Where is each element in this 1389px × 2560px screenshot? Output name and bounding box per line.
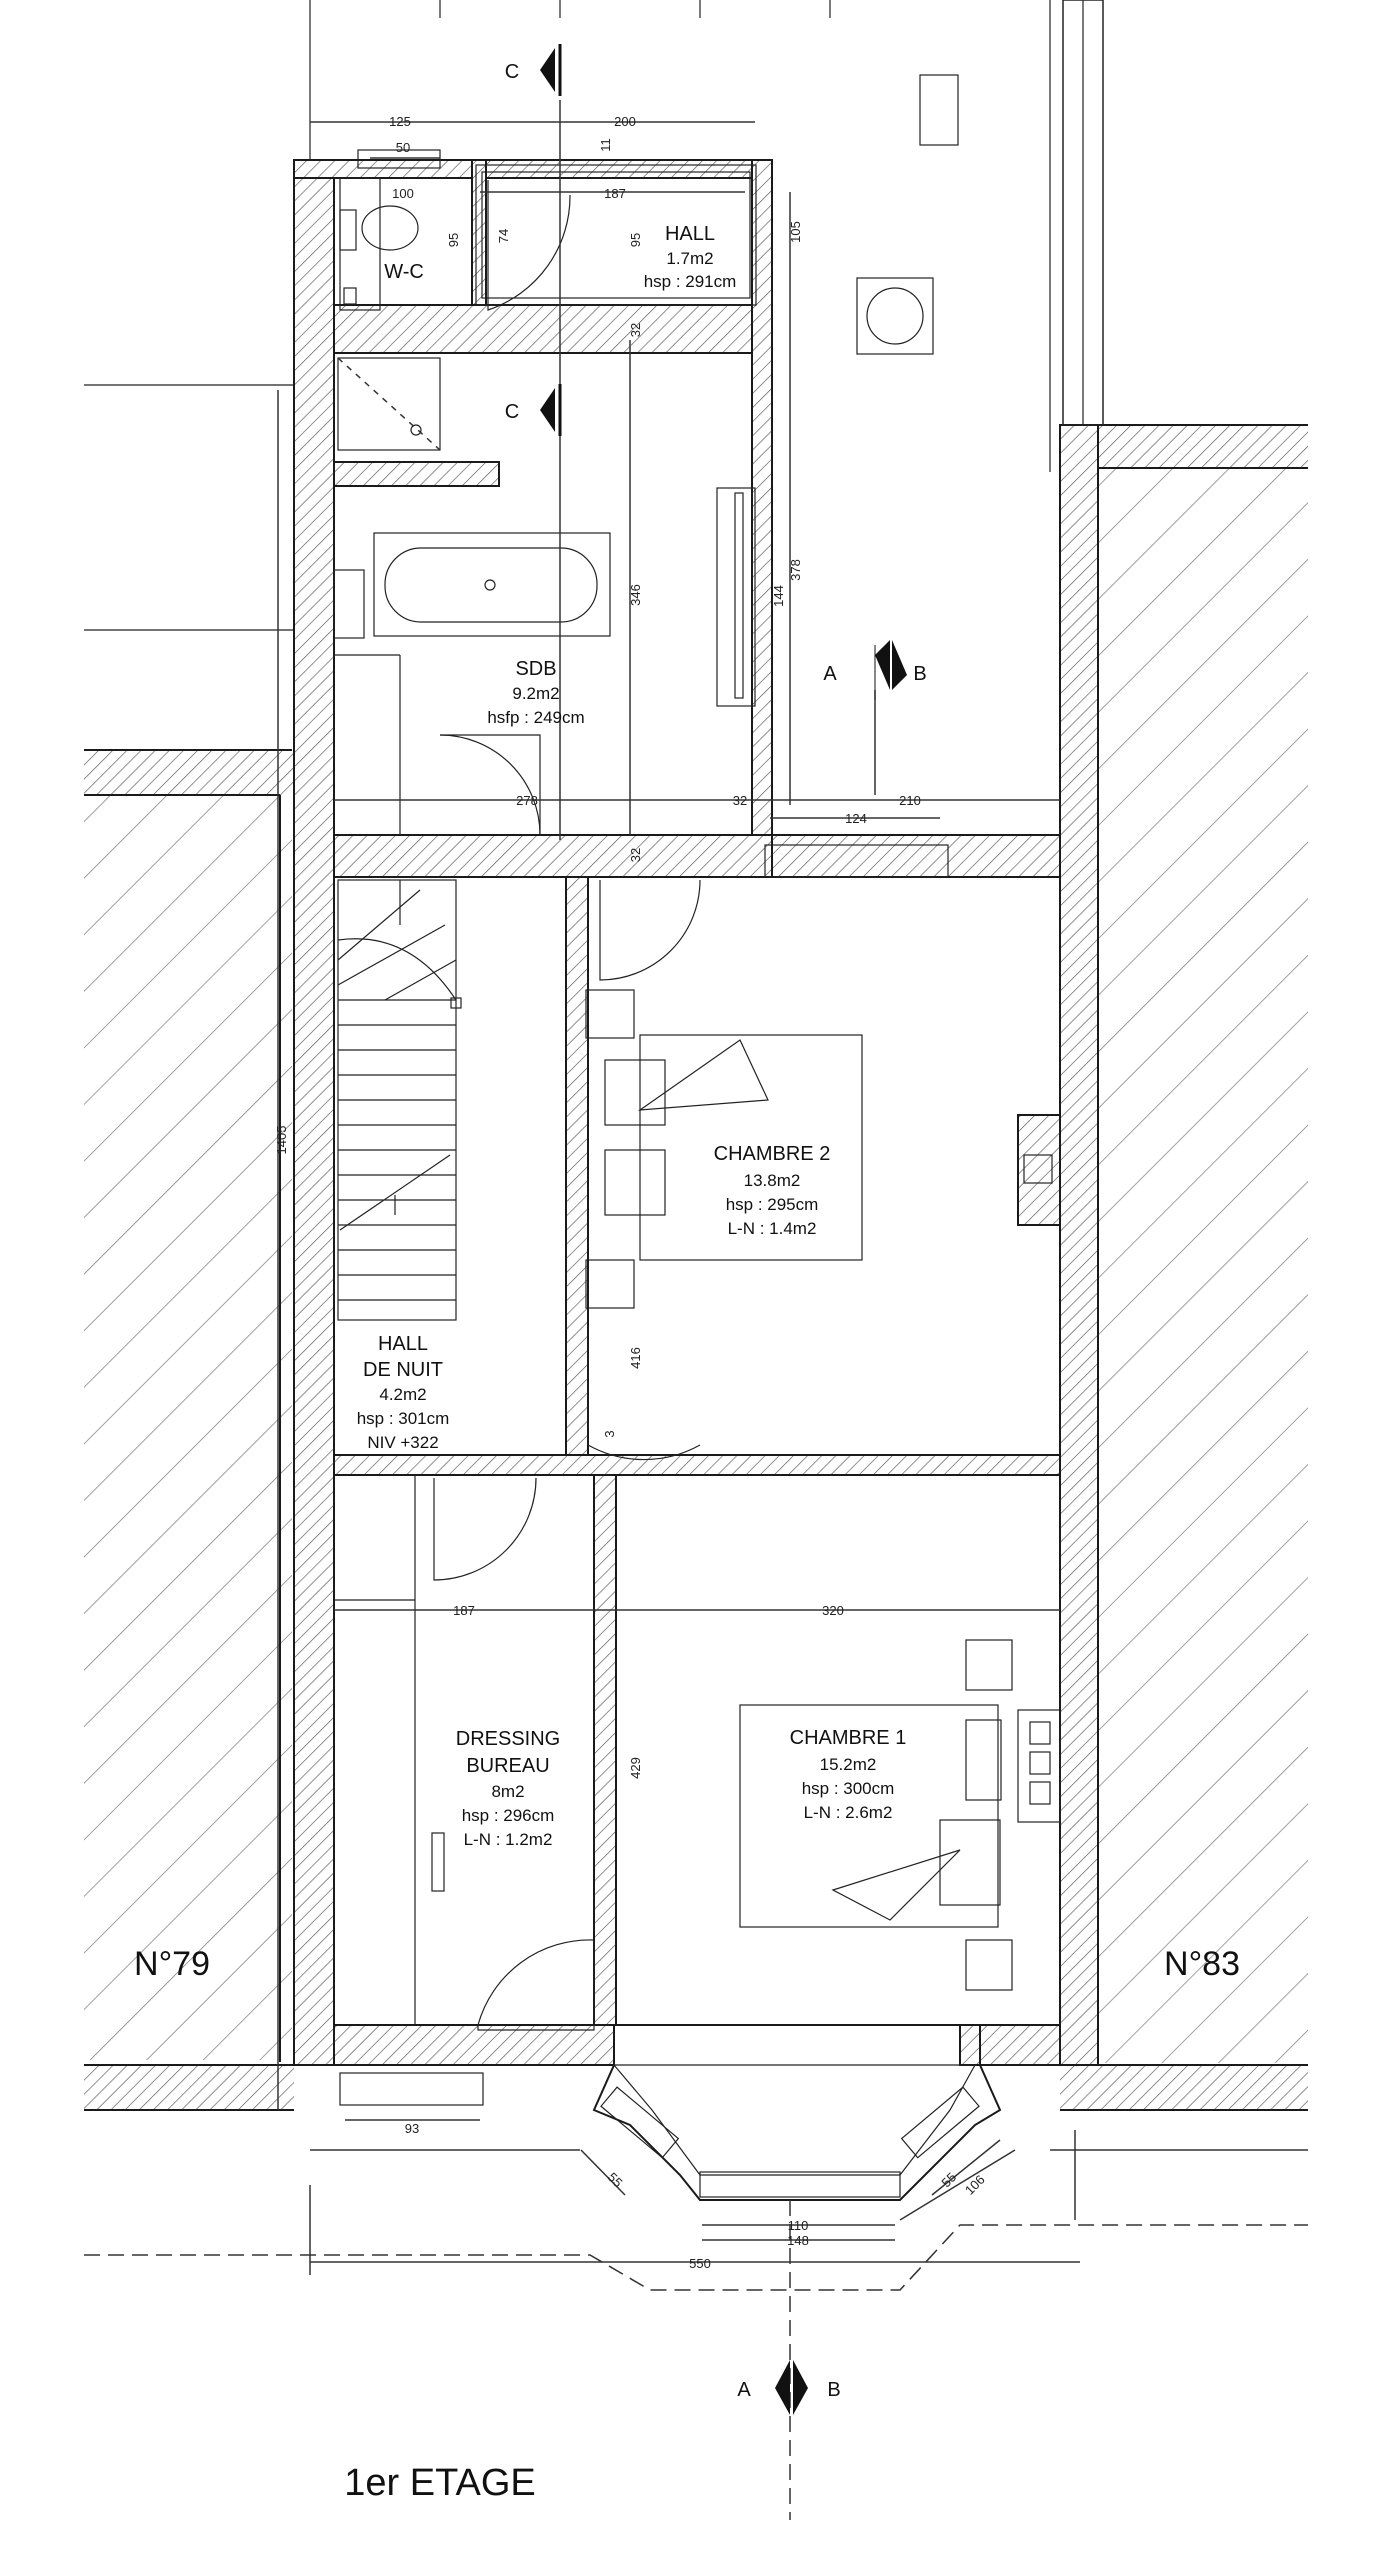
section-b-label-top: B bbox=[913, 663, 926, 685]
room-chambre-2-ln: L-N : 1.4m2 bbox=[728, 1219, 817, 1238]
room-sdb-name: SDB bbox=[515, 658, 556, 680]
room-chambre-1: CHAMBRE 1 15.2m2 hsp : 300cm L-N : 2.6m2 bbox=[790, 1727, 907, 1822]
dim-32c: 32 bbox=[628, 848, 643, 862]
dim-93: 93 bbox=[405, 2121, 419, 2136]
dim-32a: 32 bbox=[628, 323, 643, 337]
dim-32b: 32 bbox=[733, 793, 747, 808]
neighbour-left bbox=[84, 384, 294, 2111]
section-marker-c-mid: C bbox=[505, 384, 562, 436]
room-chambre-1-ln: L-N : 2.6m2 bbox=[804, 1803, 893, 1822]
dim-187a: 187 bbox=[604, 186, 626, 201]
room-hall-nuit-level: NIV +322 bbox=[367, 1433, 438, 1452]
section-a-label-top: A bbox=[823, 663, 837, 685]
room-hall-nuit-name-2: DE NUIT bbox=[363, 1359, 443, 1381]
dim-124: 124 bbox=[845, 811, 867, 826]
room-hall: HALL 1.7m2 hsp : 291cm bbox=[644, 223, 737, 291]
room-hall-name: HALL bbox=[665, 223, 715, 245]
room-chambre-1-height: hsp : 300cm bbox=[802, 1779, 895, 1798]
plan-title: 1er ETAGE bbox=[344, 2462, 535, 2504]
room-sdb: SDB 9.2m2 hsfp : 249cm bbox=[487, 658, 584, 727]
section-c-label-top: C bbox=[505, 61, 519, 83]
room-wc-name: W-C bbox=[384, 261, 424, 283]
dim-125: 125 bbox=[389, 114, 411, 129]
room-chambre-2: CHAMBRE 2 13.8m2 hsp : 295cm L-N : 1.4m2 bbox=[714, 1143, 831, 1238]
room-hall-nuit: HALL DE NUIT 4.2m2 hsp : 301cm NIV +322 bbox=[357, 1333, 450, 1452]
staircase bbox=[337, 879, 462, 1321]
windows bbox=[339, 149, 980, 2198]
room-chambre-1-name: CHAMBRE 1 bbox=[790, 1727, 907, 1749]
dim-95b: 95 bbox=[628, 233, 643, 247]
room-sdb-area: 9.2m2 bbox=[512, 684, 559, 703]
room-hall-height: hsp : 291cm bbox=[644, 272, 737, 291]
dim-1405: 1405 bbox=[274, 1126, 289, 1155]
neighbour-right-label: N°83 bbox=[1164, 1945, 1240, 1983]
dim-3: 3 bbox=[602, 1430, 617, 1437]
room-dressing-height: hsp : 296cm bbox=[462, 1806, 555, 1825]
room-chambre-2-height: hsp : 295cm bbox=[726, 1195, 819, 1214]
dim-200: 200 bbox=[614, 114, 636, 129]
room-dressing-name-1: DRESSING bbox=[456, 1728, 560, 1750]
dim-55a: 55 bbox=[605, 2169, 626, 2190]
room-hall-nuit-name-1: HALL bbox=[378, 1333, 428, 1355]
dim-320: 320 bbox=[822, 1603, 844, 1618]
doors bbox=[433, 180, 701, 2031]
section-marker-ab-top: A B bbox=[823, 640, 927, 700]
room-hall-area: 1.7m2 bbox=[666, 249, 713, 268]
section-marker-ab-bottom: A B bbox=[737, 2360, 841, 2415]
room-dressing: DRESSING BUREAU 8m2 hsp : 296cm L-N : 1.… bbox=[456, 1728, 560, 1849]
section-marker-c-top: C bbox=[505, 44, 562, 96]
dim-416: 416 bbox=[628, 1347, 643, 1369]
room-dressing-name-2: BUREAU bbox=[466, 1755, 549, 1777]
dim-74: 74 bbox=[496, 229, 511, 243]
dim-346: 346 bbox=[628, 584, 643, 606]
room-dressing-ln: L-N : 1.2m2 bbox=[464, 1830, 553, 1849]
section-b-label-bottom: B bbox=[827, 2379, 840, 2401]
dim-105: 105 bbox=[788, 221, 803, 243]
dim-110: 110 bbox=[788, 2218, 809, 2233]
fixtures bbox=[333, 177, 1061, 2025]
dim-278: 278 bbox=[516, 793, 538, 808]
dim-187b: 187 bbox=[453, 1603, 475, 1618]
dim-429: 429 bbox=[628, 1757, 643, 1779]
section-c-label-mid: C bbox=[505, 401, 519, 423]
dim-550: 550 bbox=[689, 2256, 711, 2271]
room-chambre-2-name: CHAMBRE 2 bbox=[714, 1143, 831, 1165]
room-sdb-height: hsfp : 249cm bbox=[487, 708, 584, 727]
dimension-labels: 125 200 50 11 100 187 95 74 95 105 32 37… bbox=[274, 114, 988, 2271]
dim-378: 378 bbox=[788, 559, 803, 581]
dim-148: 148 bbox=[787, 2233, 809, 2248]
dimension-lines bbox=[84, 100, 1308, 2520]
dim-106: 106 bbox=[962, 2172, 988, 2198]
neighbour-right bbox=[1060, 424, 1308, 2111]
room-hall-nuit-height: hsp : 301cm bbox=[357, 1409, 450, 1428]
terrace bbox=[309, 0, 1104, 472]
dim-11: 11 bbox=[598, 138, 613, 152]
room-chambre-2-area: 13.8m2 bbox=[744, 1171, 801, 1190]
room-dressing-area: 8m2 bbox=[491, 1782, 524, 1801]
dim-95a: 95 bbox=[446, 233, 461, 247]
section-a-label-bottom: A bbox=[737, 2379, 751, 2401]
neighbour-left-label: N°79 bbox=[134, 1945, 210, 1983]
dim-100: 100 bbox=[392, 186, 414, 201]
room-chambre-1-area: 15.2m2 bbox=[820, 1755, 877, 1774]
room-wc: W-C bbox=[384, 261, 424, 283]
dim-50: 50 bbox=[396, 140, 410, 155]
room-hall-nuit-area: 4.2m2 bbox=[379, 1385, 426, 1404]
bay-window bbox=[592, 2024, 1002, 2201]
dim-210: 210 bbox=[899, 793, 921, 808]
dim-144: 144 bbox=[771, 585, 786, 607]
